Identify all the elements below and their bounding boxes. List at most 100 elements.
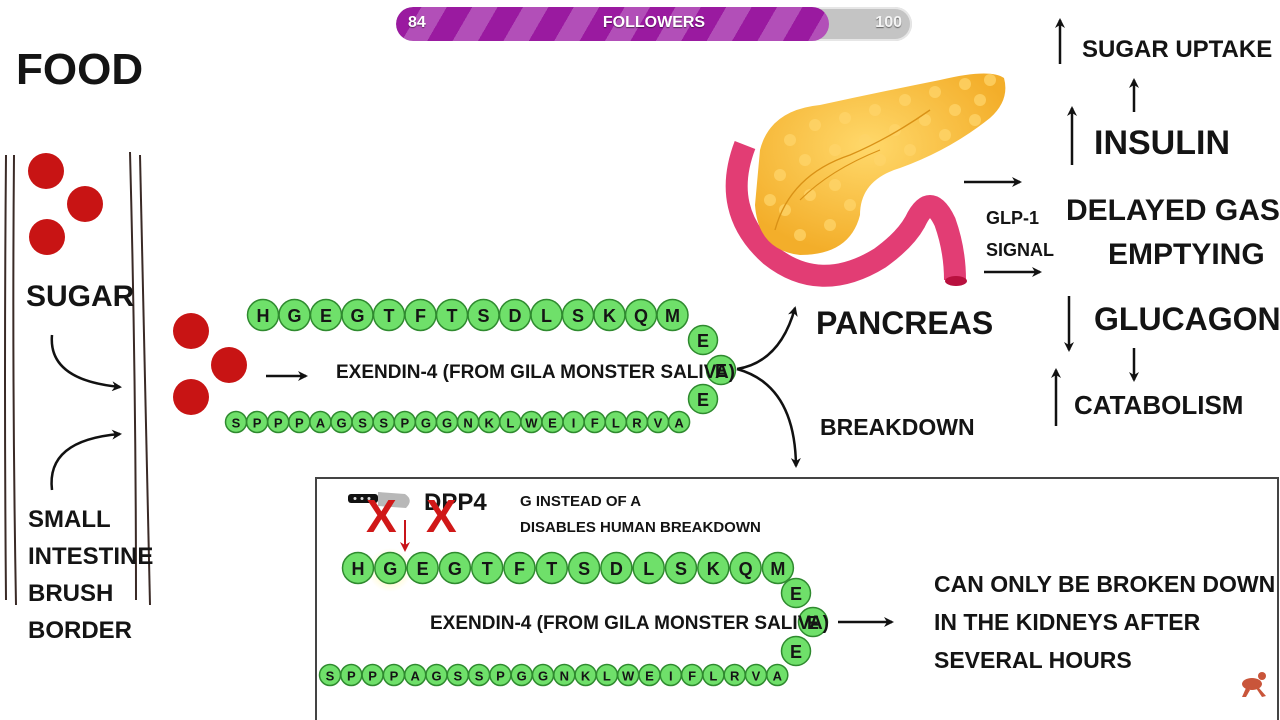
sugar-molecule [211, 347, 247, 383]
residue-bead: S [351, 410, 374, 434]
progress-title: FOLLOWERS [602, 14, 706, 31]
residue-bead: D [498, 298, 532, 332]
residue-bead: H [246, 298, 280, 332]
svg-text:G: G [517, 669, 527, 684]
svg-text:X: X [366, 490, 397, 542]
svg-text:L: L [541, 306, 552, 326]
sugar-label: SUGAR [26, 280, 135, 313]
svg-text:F: F [591, 416, 599, 431]
exendin-label-bottom: EXENDIN-4 (FROM GILA MONSTER SALIVA) [430, 613, 829, 634]
svg-text:W: W [622, 669, 635, 684]
gastric-label-line2: EMPTYING [1108, 238, 1265, 271]
svg-text:Q: Q [739, 559, 753, 579]
arrow-to-breakdown [736, 367, 801, 468]
svg-text:W: W [525, 416, 538, 431]
pancreas-illustration [725, 73, 1006, 287]
residue-bead: I [562, 410, 585, 434]
svg-text:L: L [709, 669, 717, 684]
residue-bead: F [583, 410, 606, 434]
svg-text:E: E [548, 416, 557, 431]
sugar-molecule [173, 313, 209, 349]
residue-bead: G [531, 663, 555, 687]
residue-bead: K [697, 551, 730, 585]
svg-text:S: S [326, 669, 335, 684]
svg-text:P: P [347, 669, 356, 684]
residue-bead: E [705, 354, 737, 386]
svg-text:P: P [400, 416, 409, 431]
residue-bead: P [288, 410, 311, 434]
svg-text:S: S [578, 559, 590, 579]
signal-label: SIGNAL [986, 240, 1054, 260]
residue-bead: T [372, 298, 406, 332]
residue-bead: G [435, 410, 459, 434]
residue-bead: E [638, 663, 661, 687]
food-title: FOOD [16, 45, 143, 94]
residue-bead: E [797, 606, 829, 638]
result-line1: CAN ONLY BE BROKEN DOWN [934, 571, 1275, 597]
svg-text:V: V [654, 416, 663, 431]
absorption-arrow [50, 334, 122, 392]
svg-text:G: G [538, 669, 548, 684]
svg-text:G: G [442, 416, 452, 431]
residue-bead: P [489, 663, 512, 687]
residue-bead: S [446, 663, 470, 687]
residue-bead: L [604, 410, 628, 434]
residue-bead: P [382, 663, 406, 687]
residue-bead: L [499, 410, 522, 434]
residue-bead: P [361, 663, 384, 687]
residue-bead: A [403, 663, 427, 687]
sugar-molecule [67, 186, 103, 222]
residue-bead: S [664, 551, 698, 585]
svg-text:A: A [674, 416, 684, 431]
residue-bead: F [503, 551, 536, 585]
residue-bead: N [553, 663, 576, 687]
svg-text:K: K [581, 669, 591, 684]
progress-fill [396, 7, 830, 41]
residue-bead: S [318, 663, 342, 687]
residue-bead: T [435, 298, 469, 332]
gila-monster-logo-icon [1242, 672, 1266, 697]
svg-text:S: S [379, 416, 388, 431]
svg-text:H: H [257, 306, 270, 326]
svg-text:G: G [287, 306, 301, 326]
residue-bead: G [330, 410, 353, 434]
residue-bead: R [723, 663, 746, 687]
residue-bead: Q [624, 298, 658, 332]
residue-bead: V [744, 663, 768, 687]
svg-text:P: P [274, 416, 283, 431]
svg-text:A: A [773, 669, 783, 684]
residue-bead: S [467, 298, 500, 332]
svg-text:G: G [350, 306, 364, 326]
svg-text:K: K [707, 559, 720, 579]
svg-text:E: E [790, 584, 802, 604]
residue-bead: E [309, 298, 343, 332]
svg-text:X: X [426, 490, 457, 542]
residue-bead: E [406, 551, 439, 585]
svg-text:S: S [675, 559, 687, 579]
residue-bead: G [341, 298, 374, 332]
breakdown-label: BREAKDOWN [820, 414, 975, 440]
knife-icon [348, 492, 410, 508]
residue-bead: F [404, 298, 437, 332]
residue-bead: S [372, 410, 395, 434]
svg-text:F: F [514, 559, 525, 579]
residue-bead: S [567, 551, 601, 585]
absorption-arrow [50, 429, 122, 491]
residue-bead: M [761, 551, 795, 585]
residue-bead: A [309, 410, 332, 434]
followers-progress-bar: 84 FOLLOWERS 100 [396, 7, 912, 41]
residue-bead: Q [729, 551, 762, 585]
pancreas-label: PANCREAS [816, 305, 993, 341]
dpp4-label: DPP4 [424, 489, 487, 516]
residue-bead: E [780, 577, 812, 609]
svg-text:E: E [645, 669, 654, 684]
svg-text:P: P [368, 669, 377, 684]
sugar-uptake-label: SUGAR UPTAKE [1082, 36, 1272, 63]
residue-bead: G [414, 410, 438, 434]
svg-text:F: F [688, 669, 696, 684]
cross-icon: X [366, 490, 397, 542]
note-line1: G INSTEAD OF A [520, 493, 641, 510]
residue-bead: E [687, 383, 719, 415]
